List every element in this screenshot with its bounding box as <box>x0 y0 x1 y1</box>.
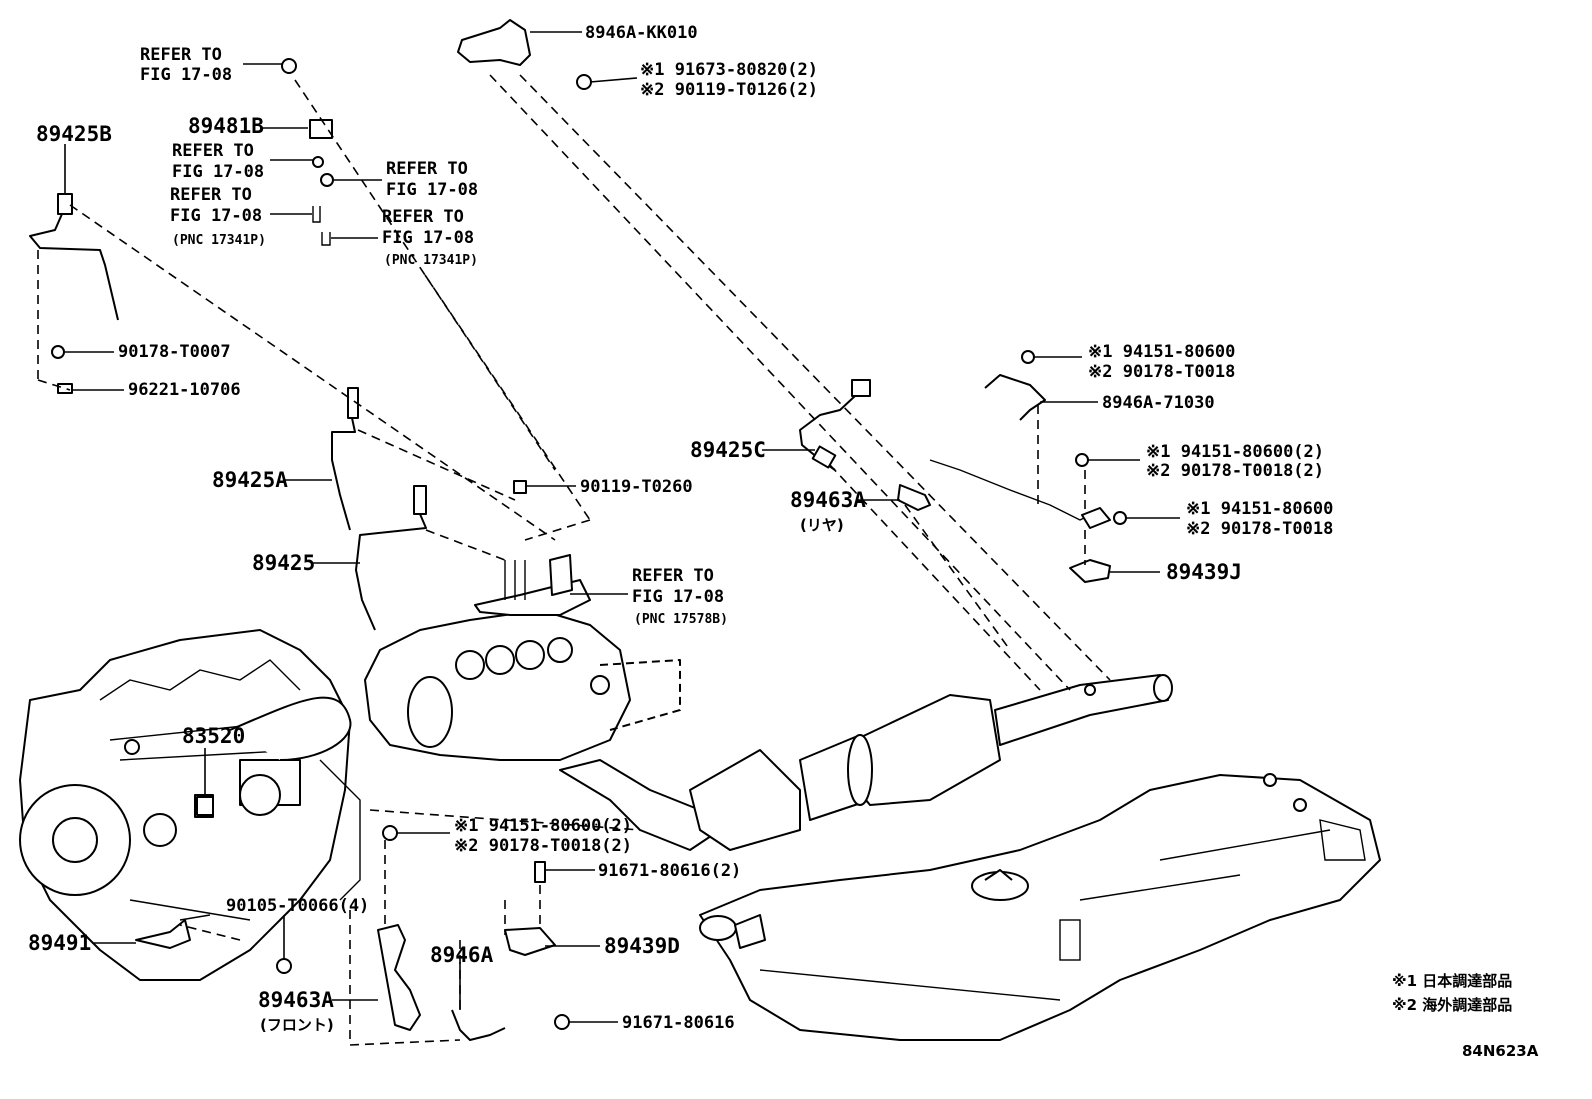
label-96221-10706: 96221-10706 <box>128 380 241 400</box>
label-290178-T0018-c: ※2 90178-T0018 <box>1186 519 1333 539</box>
label-ref6-1: REFER TO <box>632 566 714 586</box>
sensor-89425B-shape <box>29 193 119 321</box>
clip-shape-1 <box>312 206 321 223</box>
label-89481B: 89481B <box>188 114 264 138</box>
label-194151-a: ※1 94151-80600 <box>1088 342 1235 362</box>
clamp-94151-a-shape <box>1021 350 1035 364</box>
ref-nut-shape <box>281 58 297 74</box>
bolt-91671-2-shape <box>534 861 546 883</box>
part-labels: 8946A-KK010 ※1 91673-80820(2) ※2 90119-T… <box>28 23 1539 1060</box>
label-89425A: 89425A <box>212 468 288 492</box>
label-ref5-1: REFER TO <box>382 207 464 227</box>
transmission-illustration <box>364 480 681 761</box>
label-ref4-2: FIG 17-08 <box>386 180 478 200</box>
label-90178-T0007: 90178-T0007 <box>118 342 231 362</box>
label-290178-T0018-d: ※2 90178-T0018(2) <box>454 836 632 856</box>
switch-83520-shape <box>196 796 214 816</box>
assembly-guide-lines <box>37 74 1111 1046</box>
bolt-90105-shape <box>276 958 292 974</box>
clamp-90178-T0007-shape <box>51 345 65 359</box>
sensor-89425-shape <box>355 485 427 631</box>
clamp-94151-d-shape <box>382 825 398 841</box>
label-ref3-2: FIG 17-08 <box>170 206 262 226</box>
label-ref-top-1: REFER TO <box>140 45 222 65</box>
label-89425: 89425 <box>252 551 315 575</box>
bolt-96221-shape <box>57 383 73 394</box>
label-8946A-71030: 8946A-71030 <box>1102 393 1215 413</box>
label-ref2-1: REFER TO <box>172 141 254 161</box>
label-ref3-pnc: (PNC 17341P) <box>172 233 266 248</box>
label-8946A: 8946A <box>430 943 494 967</box>
leader-lines <box>64 31 1180 1023</box>
label-194151-d: ※1 94151-80600(2) <box>454 816 632 836</box>
note-japan-procured: ※1 日本調達部品 <box>1392 972 1512 990</box>
sensor-89425A-shape <box>331 387 359 531</box>
label-194151-c: ※1 94151-80600 <box>1186 499 1333 519</box>
label-91671-80616: 91671-80616 <box>622 1013 735 1033</box>
label-8946A-KK010: 8946A-KK010 <box>585 23 698 43</box>
bracket-89439J-shape <box>1069 559 1111 583</box>
label-ref2-2: FIG 17-08 <box>172 162 264 182</box>
sensor-89463A-front-shape <box>377 924 421 1031</box>
label-ref3-1: REFER TO <box>170 185 252 205</box>
exhaust-pipe-illustration <box>559 674 1173 851</box>
label-90105-T0066: 90105-T0066(4) <box>226 896 369 916</box>
label-290178-T0018-b: ※2 90178-T0018(2) <box>1146 461 1324 481</box>
bracket-89439D-shape <box>504 927 556 956</box>
label-290119-T0126: ※2 90119-T0126(2) <box>640 80 818 100</box>
label-89439D: 89439D <box>604 934 680 958</box>
clip-shape-2 <box>321 232 331 246</box>
bracket-8946A-KK010-shape <box>457 19 531 66</box>
bracket-89481B-shape <box>309 119 333 139</box>
label-90119-T0260: 90119-T0260 <box>580 477 693 497</box>
label-89425C: 89425C <box>690 438 766 462</box>
bolt-91673-shape <box>576 74 592 90</box>
harness-rear-shape <box>929 459 1101 521</box>
label-83520: 83520 <box>182 724 245 748</box>
note-overseas-procured: ※2 海外調達部品 <box>1392 996 1512 1014</box>
label-ref5-2: FIG 17-08 <box>382 228 474 248</box>
clamp-94151-b-shape <box>1075 453 1089 467</box>
label-89463A-front-sub: (フロント) <box>260 1016 334 1034</box>
label-ref6-pnc: (PNC 17578B) <box>634 612 728 627</box>
label-ref6-2: FIG 17-08 <box>632 587 724 607</box>
label-ref-top-2: FIG 17-08 <box>140 65 232 85</box>
sensor-89425C-shape <box>799 379 871 471</box>
label-ref4-1: REFER TO <box>386 159 468 179</box>
washer-shape <box>312 156 324 168</box>
label-89491: 89491 <box>28 931 91 955</box>
label-89463A-rear-sub: (リヤ) <box>800 516 844 534</box>
label-89425B: 89425B <box>36 122 112 146</box>
label-191673-80820: ※1 91673-80820(2) <box>640 60 818 80</box>
bolt-91671-shape <box>554 1014 570 1030</box>
diagram-code: 84N623A <box>1462 1042 1539 1060</box>
label-ref5-pnc: (PNC 17341P) <box>384 253 478 268</box>
label-194151-b: ※1 94151-80600(2) <box>1146 442 1324 462</box>
nut-small-shape <box>320 173 334 187</box>
bracket-89491-shape <box>135 919 191 949</box>
fuel-tank-illustration <box>699 773 1381 1041</box>
label-89463A-rear: 89463A <box>790 488 866 512</box>
label-89463A-front: 89463A <box>258 988 334 1012</box>
engine-illustration <box>19 629 361 981</box>
label-290178-T0018-a: ※2 90178-T0018 <box>1088 362 1235 382</box>
sensor-89463A-rear-shape <box>897 484 931 511</box>
bracket-89439J-top-shape <box>1081 507 1111 529</box>
label-89439J: 89439J <box>1166 560 1242 584</box>
clamp-94151-c-shape <box>1113 511 1127 525</box>
harness-8946A-shape <box>451 1009 506 1041</box>
label-91671-80616-2: 91671-80616(2) <box>598 861 741 881</box>
harness-8946A-71030-shape <box>984 374 1046 421</box>
